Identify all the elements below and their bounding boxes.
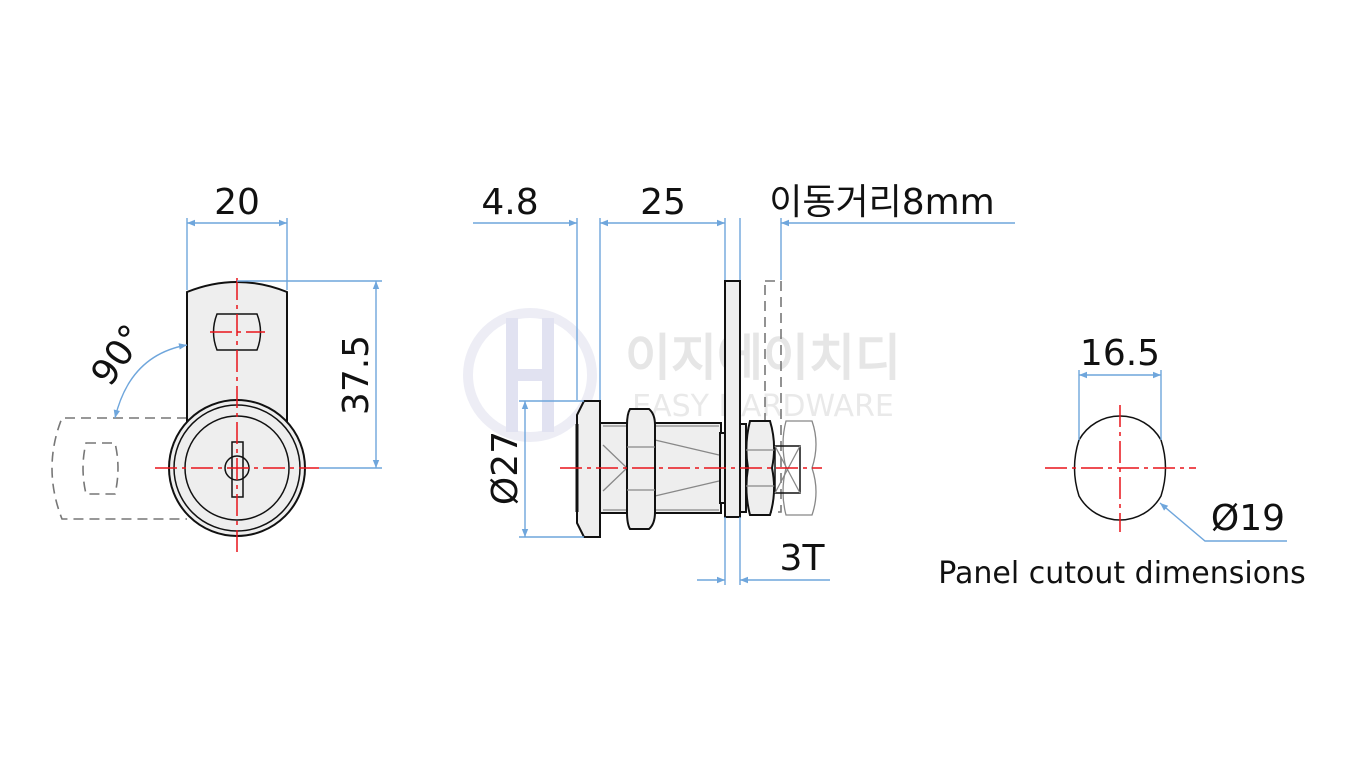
moved-cam-plate (764, 280, 782, 513)
width-dimension: 20 (214, 182, 260, 223)
mounting-nut (626, 408, 656, 530)
height-dimension: 37.5 (336, 335, 377, 415)
rotation-arc (113, 343, 188, 419)
screw-head (774, 445, 801, 494)
flange (576, 400, 601, 538)
cam-hole (212, 313, 262, 351)
watermark-english: EASY HARDWARE (632, 389, 894, 424)
cutout-view: 16.5 Ø19 Panel cutout dimensions (938, 333, 1305, 591)
panel-thickness-dimension: 3T (780, 538, 826, 579)
rotated-cam-outline (51, 417, 187, 520)
flange-diameter-dimension: Ø27 (485, 431, 526, 505)
watermark: 이지에이치디 EASY HARDWARE (463, 308, 901, 442)
travel-distance-dimension: 이동거리8mm (769, 182, 995, 223)
diameter-leader (1159, 502, 1287, 542)
cam-plate-side (724, 280, 741, 518)
front-view: 20 37.5 90° (51, 182, 382, 552)
watermark-korean: 이지에이치디 (625, 329, 901, 387)
flange-dimension: 4.8 (481, 182, 538, 223)
rotation-dimension: 90° (83, 318, 153, 394)
rotated-cam-hole (82, 442, 119, 495)
moved-nut (782, 420, 817, 516)
body-length-dimension: 25 (640, 182, 686, 223)
cutout-caption: Panel cutout dimensions (938, 556, 1305, 591)
cutout-diameter-dimension: Ø19 (1211, 498, 1285, 539)
side-view: 4.8 25 이동거리8mm Ø27 3T (473, 182, 1015, 585)
cutout-width-dimension: 16.5 (1080, 333, 1160, 374)
watermark-logo (463, 308, 597, 442)
